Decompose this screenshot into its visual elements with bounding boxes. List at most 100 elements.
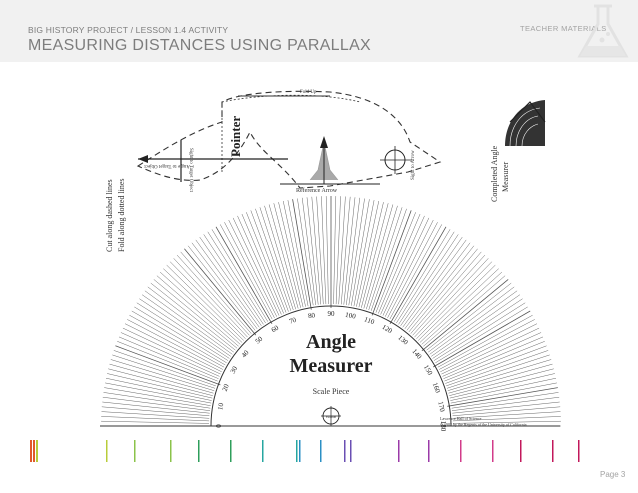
fold-up-label: Fold Up [300,90,317,95]
scale-line [406,245,475,331]
color-tick [30,440,32,462]
scale-line [410,251,482,334]
scale-line [368,207,403,311]
scale-line [446,354,550,389]
scale-line [211,229,268,322]
scale-line [108,368,213,396]
measurer-title-2: Measurer [290,355,373,377]
scale-line [382,217,430,316]
scale-line [207,231,266,324]
scale-line [452,420,561,424]
scale-line [228,219,278,317]
scale-line [343,197,356,305]
pointer-label: Pointer [228,116,243,157]
scale-line [433,302,526,361]
credit-line-2: © 1982 by the Regents of the University … [440,422,527,427]
scale-line [191,242,258,329]
scale-label: 120 [380,323,394,335]
scale-label: 140 [410,347,423,361]
color-tick [398,440,400,462]
scale-line [432,298,523,359]
scale-line [378,213,421,314]
scale-line [187,245,256,331]
teacher-materials-badge: TEACHER MATERIALS [520,24,607,33]
page-title: MEASURING DISTANCES USING PARALLAX [28,37,372,54]
color-tick [230,440,232,462]
scale-label: 110 [363,315,376,326]
scale-line [451,392,559,409]
scale-line [195,239,260,328]
instruction-cut: Cut along dashed lines [105,179,114,252]
sight-label-angle: Angle to Target Object [144,163,190,168]
scale-label: 70 [288,316,298,326]
color-tick [350,440,352,462]
scale-line [237,215,282,315]
scale-line [340,196,351,305]
scale-line [433,310,531,368]
completed-label-1: Completed Angle [490,145,499,202]
scale-line [452,406,561,417]
flask-icon [577,4,629,58]
scale-line [389,226,447,324]
scale-line [358,202,384,308]
scale-line [153,279,238,349]
scale-line [435,306,528,363]
scale-line [437,315,533,368]
scale-line [423,275,506,347]
scale-line [443,336,544,379]
scale-line [447,387,558,407]
sight-arrowhead [138,155,148,163]
scale-line [361,203,389,308]
protractor-scale [101,196,561,427]
scale-line [110,359,215,391]
scale-line [426,282,512,351]
scale-line [452,401,560,414]
instruction-fold: Fold along dotted lines [117,178,126,252]
scale-line [163,268,243,343]
color-tick [578,440,580,462]
scale-line [380,215,425,315]
scale-line [353,200,375,307]
scale-line [139,298,230,359]
scale-label: 90 [328,310,336,318]
scale-line [371,210,412,316]
scale-line [394,229,451,322]
scale-line [136,302,229,361]
scale-line [370,208,407,311]
scale-line [129,315,225,368]
measurer-title-1: Angle [306,331,356,353]
scale-line [448,363,553,394]
reference-arrow-label: Reference Arrow [296,187,338,194]
scale-line [418,264,496,341]
scale-label: 150 [422,363,434,377]
scale-line [246,212,287,313]
scale-line [104,387,211,406]
sight-label-target: Sight to Target Object [188,148,193,193]
scale-label: 50 [254,335,265,346]
page-number: Page 3 [600,470,626,479]
reference-arrow-head [320,136,328,148]
scale-line [176,254,250,336]
scale-label: 80 [307,311,316,320]
scale-line [199,236,262,326]
color-tick [134,440,136,462]
color-tick-bar [30,440,580,462]
scale-line [421,271,503,345]
scale-line [109,363,214,394]
scale-line [297,198,314,306]
scale-line [180,251,252,334]
color-tick [344,440,346,462]
scale-line [102,396,211,411]
scale-line [452,411,561,419]
scale-line [166,264,244,341]
scale-line [102,401,210,414]
scale-line [366,205,398,310]
scale-line [375,212,416,313]
fold-line [221,94,361,103]
scale-line [224,222,275,319]
scale-line [105,377,212,401]
scale-line [311,196,322,305]
scale-line [301,197,316,306]
scale-line [250,210,289,312]
scale-line [400,236,463,326]
